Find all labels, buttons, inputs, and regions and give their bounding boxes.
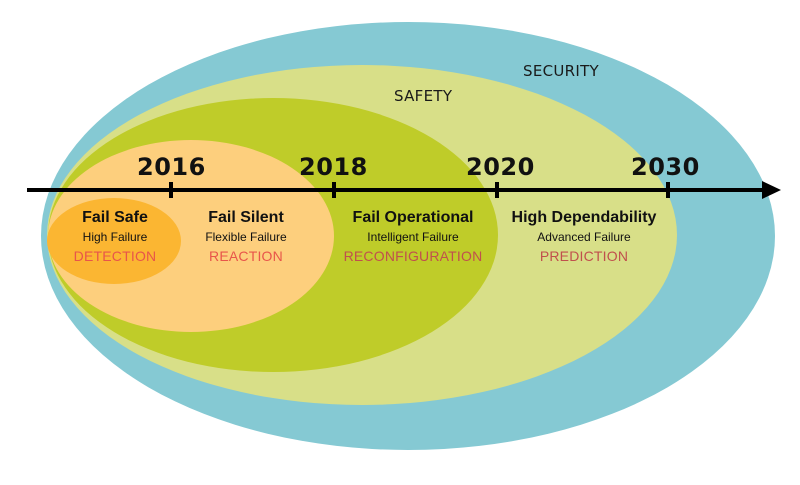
timeline-arrowhead-icon: [762, 181, 781, 199]
tick-2018: [332, 182, 336, 198]
stage-fail-safe: Fail Safe High Failure DETECTION: [74, 208, 157, 265]
tick-2020: [495, 182, 499, 198]
stage-action: REACTION: [209, 248, 283, 264]
stage-title: Fail Operational: [352, 209, 474, 226]
safety-label: SAFETY: [394, 87, 453, 105]
security-label: SECURITY: [523, 62, 600, 80]
year-2018: 2018: [299, 153, 368, 181]
fail-safe-ellipse: [47, 198, 181, 284]
tick-2016: [169, 182, 173, 198]
year-2030: 2030: [631, 153, 700, 181]
stage-subtitle: High Failure: [82, 230, 148, 244]
stage-title: High Dependability: [511, 209, 657, 226]
stage-subtitle: Advanced Failure: [537, 230, 631, 244]
stage-title: Fail Safe: [82, 209, 148, 226]
year-2016: 2016: [137, 153, 206, 181]
stage-action: DETECTION: [73, 248, 157, 264]
stage-action: RECONFIGURATION: [343, 248, 483, 264]
stage-fail-operational: Fail Operational Intelligent Failure REC…: [344, 208, 483, 265]
stage-subtitle: Intelligent Failure: [367, 230, 459, 244]
stage-fail-silent: Fail Silent Flexible Failure REACTION: [205, 208, 286, 265]
year-2020: 2020: [466, 153, 535, 181]
tick-2030: [666, 182, 670, 198]
stage-subtitle: Flexible Failure: [205, 230, 287, 244]
stage-action: PREDICTION: [539, 248, 629, 264]
stage-high-dependability: High Dependability Advanced Failure PRED…: [512, 208, 657, 265]
stage-title: Fail Silent: [208, 209, 284, 226]
